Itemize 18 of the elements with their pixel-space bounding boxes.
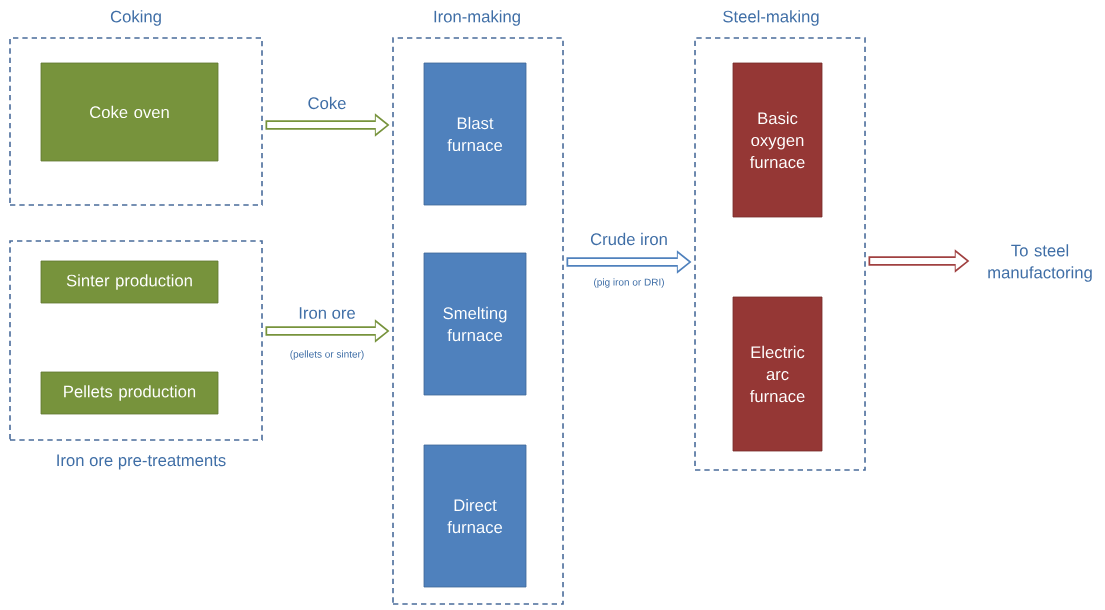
- note-text: (pig iron or DRI): [594, 278, 664, 288]
- process-box: Sinter production: [40, 260, 219, 304]
- process-box: Basic oxygen furnace: [732, 62, 823, 218]
- process-box: Pellets production: [40, 371, 219, 415]
- edge-label: Coke: [306, 95, 348, 111]
- process-box: Direct furnace: [423, 444, 527, 588]
- group-title: Iron ore pre-treatments: [57, 454, 226, 470]
- process-box: Coke oven: [40, 62, 219, 162]
- output-text: To steel manufactoring: [988, 244, 1092, 282]
- edge-label: Iron ore: [296, 305, 358, 321]
- group-title: Coking: [110, 10, 161, 26]
- group-title: Iron-making: [434, 10, 520, 26]
- note-text: (pellets or sinter): [290, 350, 364, 360]
- process-box: Electric arc furnace: [732, 296, 823, 452]
- process-box: Blast furnace: [423, 62, 527, 206]
- process-box: Smelting furnace: [423, 252, 527, 396]
- edge-label: Crude iron: [588, 231, 670, 247]
- group-title: Steel-making: [723, 10, 819, 26]
